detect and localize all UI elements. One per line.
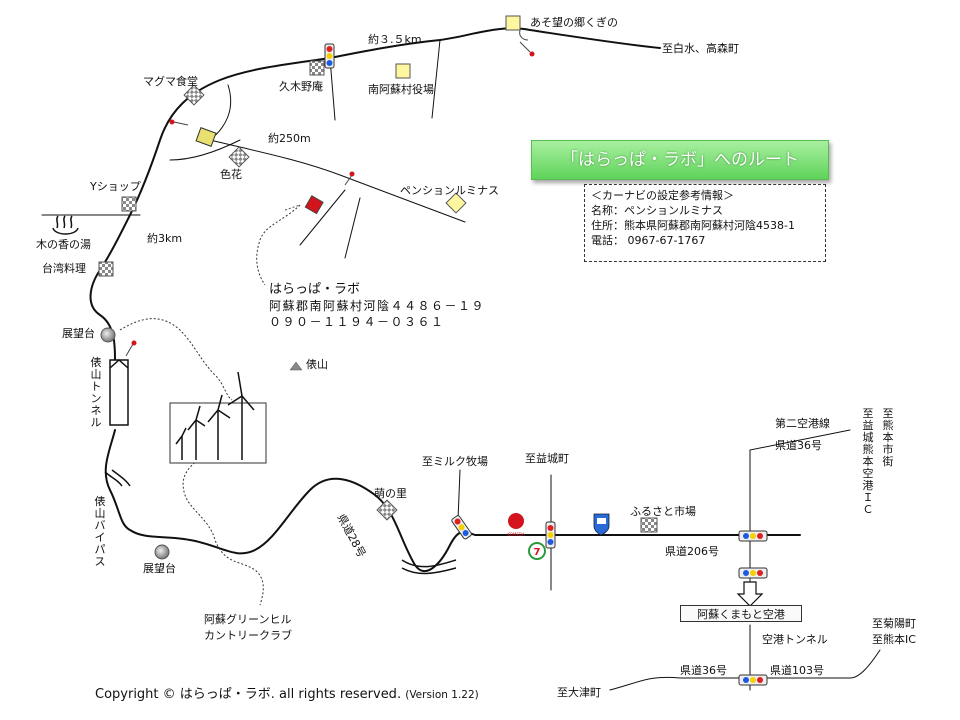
label-distance-3-5km: 約３.５km (368, 33, 422, 46)
label-to-mashiki: 至益城町 (525, 452, 569, 465)
info-name: 名称：ペンションルミナス (591, 204, 723, 217)
airport-label: 阿蘇くまもと空港 (680, 605, 802, 622)
label-observatory-2: 展望台 (143, 562, 176, 575)
label-pension: ペンションルミナス (400, 184, 499, 197)
label-to-ozu: 至大津町 (557, 686, 601, 699)
label-taiwan: 台湾料理 (42, 262, 86, 275)
komeda-icon: KOMEDA (507, 513, 525, 537)
navigation-info-box: ＜カーナビの設定参考情報＞ 名称：ペンションルミナス 住所：熊本県阿蘇郡南阿蘇村… (584, 184, 826, 262)
copyright-text: Copyright © はらっぱ・ラボ. all rights reserved… (95, 687, 402, 702)
checkered-markers (98, 60, 658, 533)
label-aso-view: あそ望の郷くぎの (530, 16, 618, 29)
observatory-marker-2 (154, 544, 170, 560)
red-pins (125, 29, 535, 357)
destination-marker (284, 195, 324, 215)
label-to-mashiki-ic: 至益城熊本空港ＩＣ (862, 407, 874, 516)
label-to-shirakawa: 至白水、高森町 (662, 42, 739, 55)
traffic-signal-4 (738, 530, 768, 542)
svg-text:7: 7 (534, 547, 541, 558)
trails (119, 204, 301, 606)
label-observatory-1: 展望台 (62, 327, 95, 340)
label-airport-tunnel: 空港トンネル (762, 633, 828, 646)
label-second-airport: 第二空港線 (775, 417, 830, 430)
label-country-club: カントリークラブ (204, 629, 292, 642)
label-moe: 萌の里 (374, 487, 407, 500)
label-route-36a: 県道36号 (775, 439, 822, 452)
label-to-kikuyo: 至菊陽町 (872, 617, 916, 630)
yellow-markers (395, 15, 521, 214)
traffic-signal-1 (324, 43, 335, 69)
info-heading: ＜カーナビの設定参考情報＞ (591, 189, 734, 202)
label-route-206: 県道206号 (665, 545, 719, 558)
destination-info: はらっぱ・ラボ 阿蘇郡南阿蘇村河陰４４８６－１９ ０９０－１１９４－０３６１ (269, 282, 485, 330)
mountain-icon (289, 361, 303, 371)
car-icon (195, 127, 217, 147)
tunnel-marker (109, 358, 129, 426)
destination-address: 阿蘇郡南阿蘇村河陰４４８６－１９ (269, 299, 486, 313)
seven-eleven-icon: 7 (528, 542, 546, 560)
label-kukino: 久木野庵 (279, 80, 323, 93)
label-shikika: 色花 (220, 168, 242, 181)
label-to-kumamoto-city: 至熊本市街 (882, 407, 894, 468)
label-route-36b: 県道36号 (680, 664, 727, 677)
observatory-marker-1 (100, 327, 116, 343)
version-text: (Version 1.22) (405, 689, 479, 701)
traffic-signal-3 (545, 521, 556, 549)
label-to-kumamoto-ic: 至熊本IC (872, 633, 916, 646)
label-village-office: 南阿蘇村役場 (368, 83, 434, 96)
label-green-hill: 阿蘇グリーンヒル (204, 613, 292, 626)
label-kinoka: 木の香の湯 (36, 238, 91, 251)
copyright: Copyright © はらっぱ・ラボ. all rights reserved… (95, 683, 479, 702)
label-tawarayama: 俵山 (306, 358, 328, 371)
label-distance-250m: 約250m (268, 132, 311, 145)
destination-phone: ０９０－１１９４－０３６１ (269, 315, 445, 329)
map-title: 「はらっぱ・ラボ」へのルート (531, 140, 829, 180)
info-address: 住所：熊本県阿蘇郡南阿蘇村河陰4538-1 (591, 219, 795, 232)
shield-icon (593, 513, 610, 536)
wind-turbine-illustration (169, 371, 267, 464)
bridges (104, 469, 457, 575)
onsen-icon (52, 215, 79, 235)
label-furusato: ふるさと市場 (630, 505, 696, 518)
label-route-103: 県道103号 (770, 664, 824, 677)
label-yshop: Yショップ (90, 180, 141, 193)
label-to-milk: 至ミルク牧場 (422, 455, 488, 468)
label-magma: マグマ食堂 (143, 75, 198, 88)
destination-name: はらっぱ・ラボ (269, 282, 361, 297)
traffic-signal-2 (451, 515, 472, 540)
traffic-signal-6 (738, 674, 768, 686)
label-distance-3km: 約3km (147, 232, 183, 245)
info-phone: 電話： 0967-67-1767 (591, 234, 706, 247)
airport-arrow (736, 581, 764, 607)
komeda-text: KOMEDA (507, 532, 525, 537)
label-tunnel: 俵山トンネル (90, 356, 102, 429)
traffic-signal-5 (738, 567, 768, 579)
label-bypass: 俵山バイパス (94, 495, 106, 568)
